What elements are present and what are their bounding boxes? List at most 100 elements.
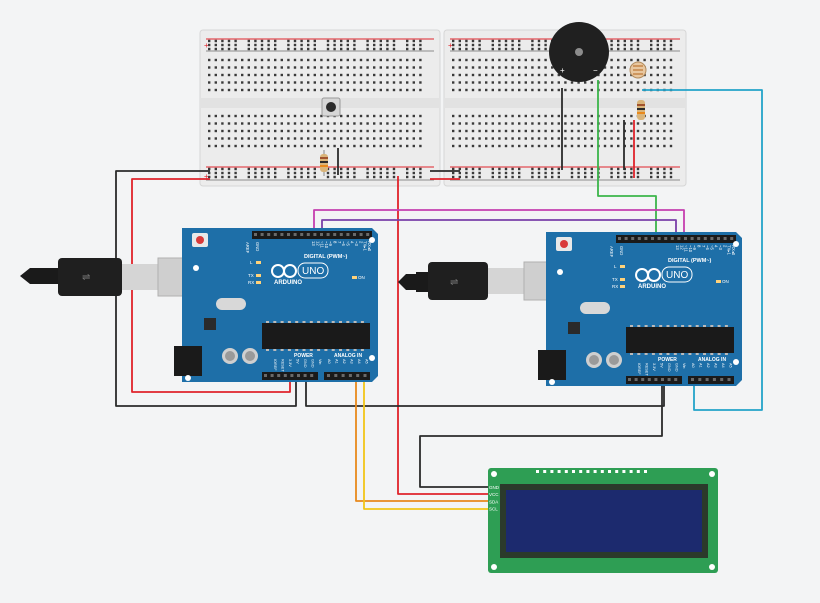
header-pin[interactable]: [366, 233, 370, 236]
breadboard-hole: [504, 114, 508, 118]
breadboard-hole: [227, 58, 231, 62]
header-pin[interactable]: [334, 374, 338, 377]
breadboard-hole: [346, 144, 349, 148]
breadboard-hole: [650, 43, 653, 47]
dc-jack[interactable]: [174, 346, 202, 376]
breadboard-hole: [412, 137, 415, 140]
header-pin[interactable]: [717, 237, 720, 240]
header-pin[interactable]: [654, 378, 658, 381]
header-pin[interactable]: [730, 237, 734, 240]
header-pin[interactable]: [313, 233, 317, 236]
header-pin[interactable]: [647, 378, 651, 381]
breadboard-hole: [518, 43, 521, 47]
header-pin[interactable]: [641, 378, 645, 381]
header-pin[interactable]: [287, 233, 290, 236]
header-pin[interactable]: [720, 378, 724, 381]
header-pin[interactable]: [698, 378, 702, 381]
header-pin[interactable]: [310, 374, 314, 377]
reset-button-cap[interactable]: [560, 240, 568, 248]
breadboard-hole: [524, 73, 527, 77]
header-pin[interactable]: [264, 374, 267, 377]
header-pin[interactable]: [618, 237, 621, 240]
header-pin[interactable]: [667, 378, 671, 381]
header-pin[interactable]: [657, 237, 661, 240]
breadboard-hole: [518, 171, 521, 175]
header-pin[interactable]: [705, 378, 709, 381]
breadboard-hole: [650, 73, 653, 77]
breadboard-hole: [307, 66, 310, 69]
resistor-left[interactable]: [320, 150, 328, 176]
header-pin[interactable]: [353, 233, 356, 236]
header-pin[interactable]: [651, 237, 654, 240]
breadboard-hole: [287, 175, 290, 179]
header-pin[interactable]: [270, 374, 274, 377]
header-pin[interactable]: [277, 374, 281, 377]
header-pin[interactable]: [326, 233, 330, 236]
breadboard-left[interactable]: + +: [199, 29, 441, 187]
header-pin[interactable]: [637, 237, 641, 240]
usb-cable-left[interactable]: ⇌: [20, 257, 209, 297]
header-pin[interactable]: [260, 233, 264, 236]
resistor-right[interactable]: [637, 100, 645, 120]
breadboard-hole: [406, 122, 409, 125]
usb-cable-right[interactable]: ⇌: [398, 261, 573, 301]
header-pin[interactable]: [280, 233, 284, 236]
breadboard-hole: [617, 171, 620, 175]
header-pin[interactable]: [690, 237, 694, 240]
breadboard-hole: [537, 137, 541, 140]
reset-button-cap[interactable]: [196, 236, 204, 244]
header-pin[interactable]: [348, 374, 352, 377]
photoresistor[interactable]: [629, 61, 647, 79]
header-pin[interactable]: [293, 233, 297, 236]
dc-jack[interactable]: [538, 350, 566, 380]
piezo-buzzer[interactable]: + −: [549, 22, 609, 82]
header-pin[interactable]: [634, 378, 638, 381]
header-pin[interactable]: [664, 237, 668, 240]
digital-pin-label: ~9: [328, 241, 333, 246]
breadboard-hole: [373, 122, 376, 125]
header-pin[interactable]: [363, 374, 367, 377]
header-pin[interactable]: [628, 378, 631, 381]
breadboard-hole: [577, 81, 580, 84]
header-pin[interactable]: [697, 237, 701, 240]
header-pin[interactable]: [684, 237, 687, 240]
header-pin[interactable]: [674, 378, 678, 381]
header-pin[interactable]: [356, 374, 360, 377]
header-pin[interactable]: [710, 237, 714, 240]
header-pin[interactable]: [691, 378, 694, 381]
header-pin[interactable]: [631, 237, 635, 240]
header-pin[interactable]: [359, 233, 363, 236]
header-pin[interactable]: [300, 233, 304, 236]
header-pin[interactable]: [644, 237, 648, 240]
header-pin[interactable]: [306, 233, 310, 236]
header-pin[interactable]: [727, 378, 731, 381]
header-pin[interactable]: [339, 233, 343, 236]
header-pin[interactable]: [290, 374, 294, 377]
header-pin[interactable]: [254, 233, 257, 236]
header-pin[interactable]: [703, 237, 707, 240]
breadboard-hole: [570, 114, 574, 118]
header-pin[interactable]: [341, 374, 345, 377]
header-pin[interactable]: [712, 378, 716, 381]
header-pin[interactable]: [677, 237, 681, 240]
header-pin[interactable]: [297, 374, 300, 377]
header-pin[interactable]: [327, 374, 330, 377]
header-pin[interactable]: [267, 233, 271, 236]
header-pin[interactable]: [723, 237, 727, 240]
header-pin[interactable]: [273, 233, 277, 236]
header-pin[interactable]: [670, 237, 674, 240]
header-pin[interactable]: [661, 378, 664, 381]
header-pin[interactable]: [283, 374, 287, 377]
header-pin[interactable]: [320, 233, 323, 236]
breadboard-hole: [551, 137, 554, 140]
header-pin[interactable]: [303, 374, 307, 377]
breadboard-hole: [208, 39, 211, 43]
breadboard-hole: [643, 137, 646, 140]
header-pin[interactable]: [333, 233, 337, 236]
push-button[interactable]: [321, 97, 341, 117]
header-pin[interactable]: [346, 233, 350, 236]
header-pin[interactable]: [624, 237, 628, 240]
